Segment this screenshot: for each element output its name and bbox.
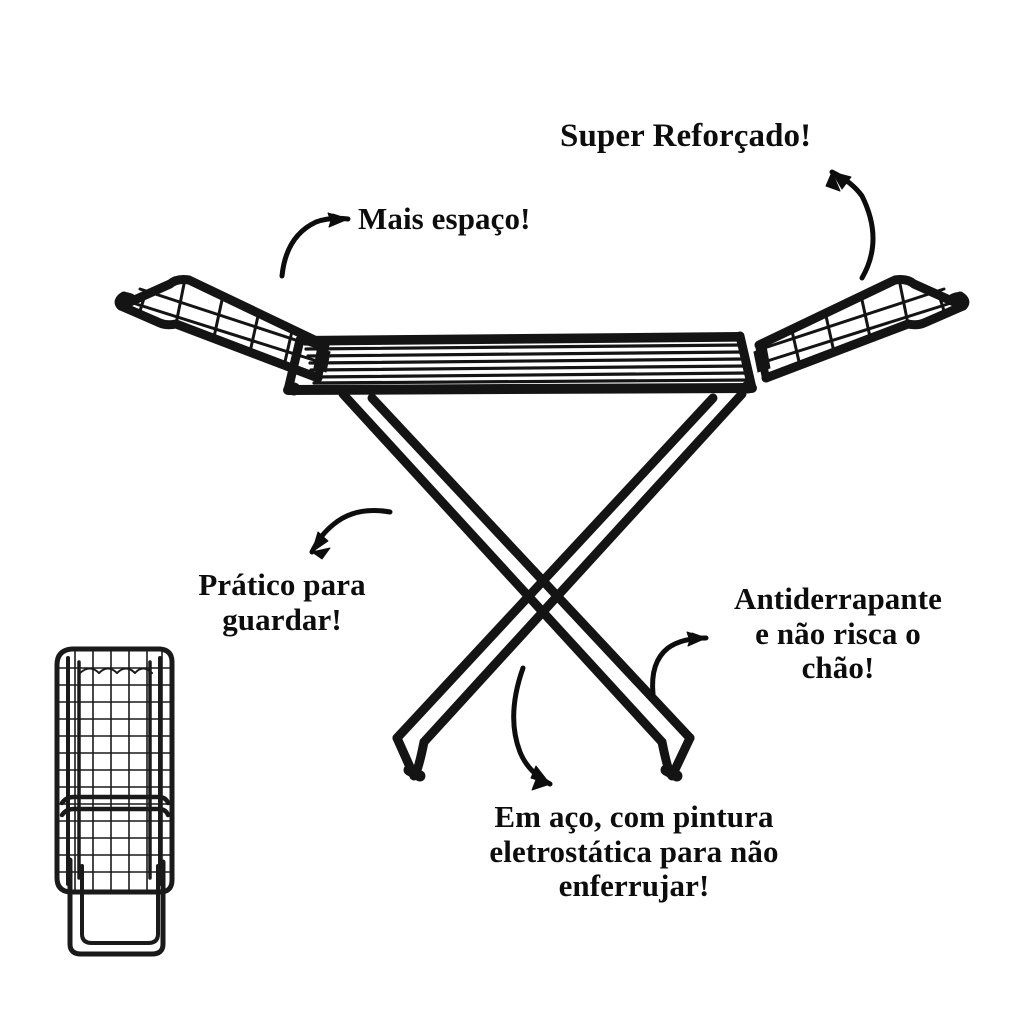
callout-em-aco-pintura-eletrostatica: Em aço, com pintura eletrostática para n… [489, 799, 779, 904]
arrow-mais-espaco [279, 212, 351, 279]
arrow-super-reforcado [825, 169, 876, 281]
rack-center-deck [283, 331, 757, 395]
arrow-pratico [309, 508, 393, 560]
callout-antiderrapante: Antiderrapante e não risca o chão! [733, 581, 943, 686]
callout-pratico-para-guardar: Prático para guardar! [198, 567, 366, 637]
rack-left-wing [114, 275, 330, 383]
arrow-em-aco [511, 665, 553, 791]
rack-hinges [287, 345, 771, 396]
rack-right-wing [754, 275, 970, 383]
callout-super-reforcado: Super Reforçado! [560, 118, 812, 154]
callout-mais-espaco: Mais espaço! [358, 201, 531, 236]
